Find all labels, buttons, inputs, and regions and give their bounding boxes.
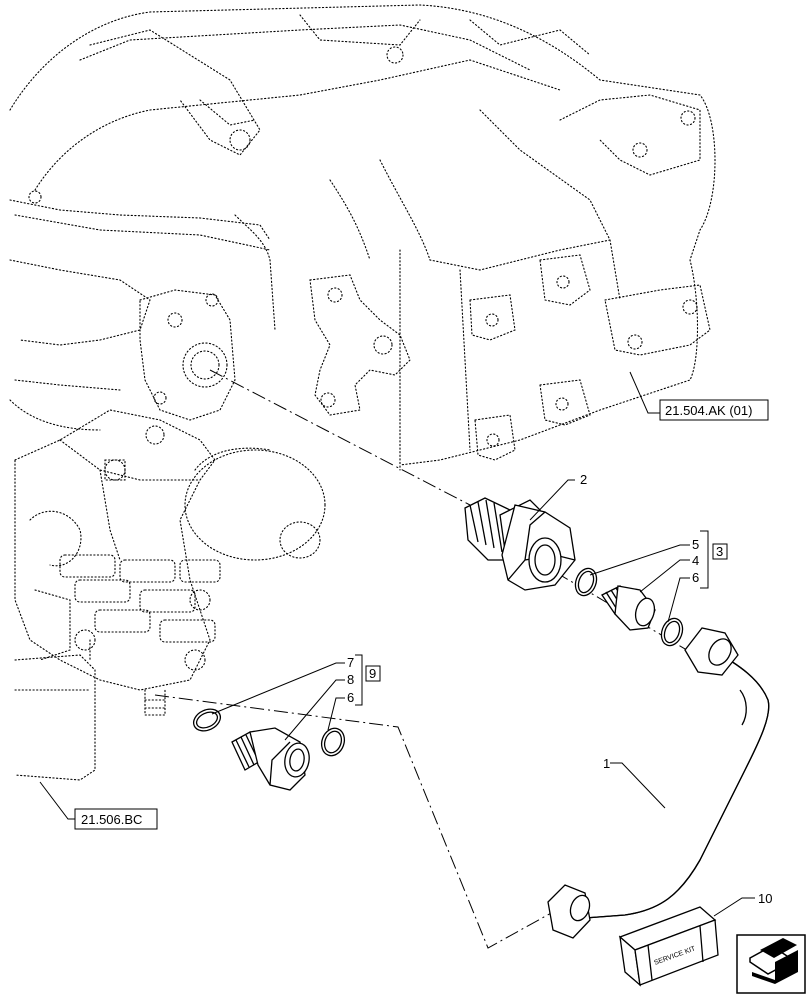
callout-3: 3	[716, 544, 723, 559]
o-ring-5	[574, 567, 598, 597]
centerline-lower	[154, 694, 554, 949]
callout-4: 4	[692, 553, 699, 568]
o-ring-6-lower	[320, 727, 346, 757]
part-hydraulic-pipe	[547, 627, 770, 939]
callout-3-box	[712, 543, 728, 560]
hydraulic-valve-block	[14, 409, 326, 781]
reference-21-504-ak[interactable]: 21.504.AK (01)	[659, 399, 769, 421]
reference-21-504-ak-label: 21.504.AK (01)	[665, 403, 752, 418]
callout-9-box	[365, 665, 381, 682]
next-page-arrow-icon[interactable]	[736, 934, 806, 994]
o-ring-6-upper	[660, 617, 684, 647]
reference-21-506-bc-label: 21.506.BC	[81, 812, 142, 827]
callout-10: 10	[758, 891, 772, 906]
part-adapter-fitting	[464, 497, 576, 591]
bracket-group-3	[700, 530, 709, 589]
centerline-upper	[209, 369, 471, 506]
callout-5: 5	[692, 537, 699, 552]
callout-7: 7	[347, 655, 354, 670]
o-ring-7	[192, 708, 222, 732]
callout-9: 9	[369, 666, 376, 681]
leader-lines	[39, 371, 755, 917]
callout-1: 1	[603, 756, 610, 771]
part-elbow-fitting	[231, 727, 310, 791]
transmission-housing	[9, 4, 716, 471]
part-service-kit: SERVICE KIT	[618, 906, 719, 987]
callout-6-upper: 6	[692, 570, 699, 585]
callout-8: 8	[347, 672, 354, 687]
reference-21-506-bc[interactable]: 21.506.BC	[74, 808, 158, 830]
callout-2: 2	[580, 472, 587, 487]
bracket-group-9	[355, 654, 363, 706]
part-straight-adapter	[601, 585, 656, 631]
callout-6-lower: 6	[347, 690, 354, 705]
